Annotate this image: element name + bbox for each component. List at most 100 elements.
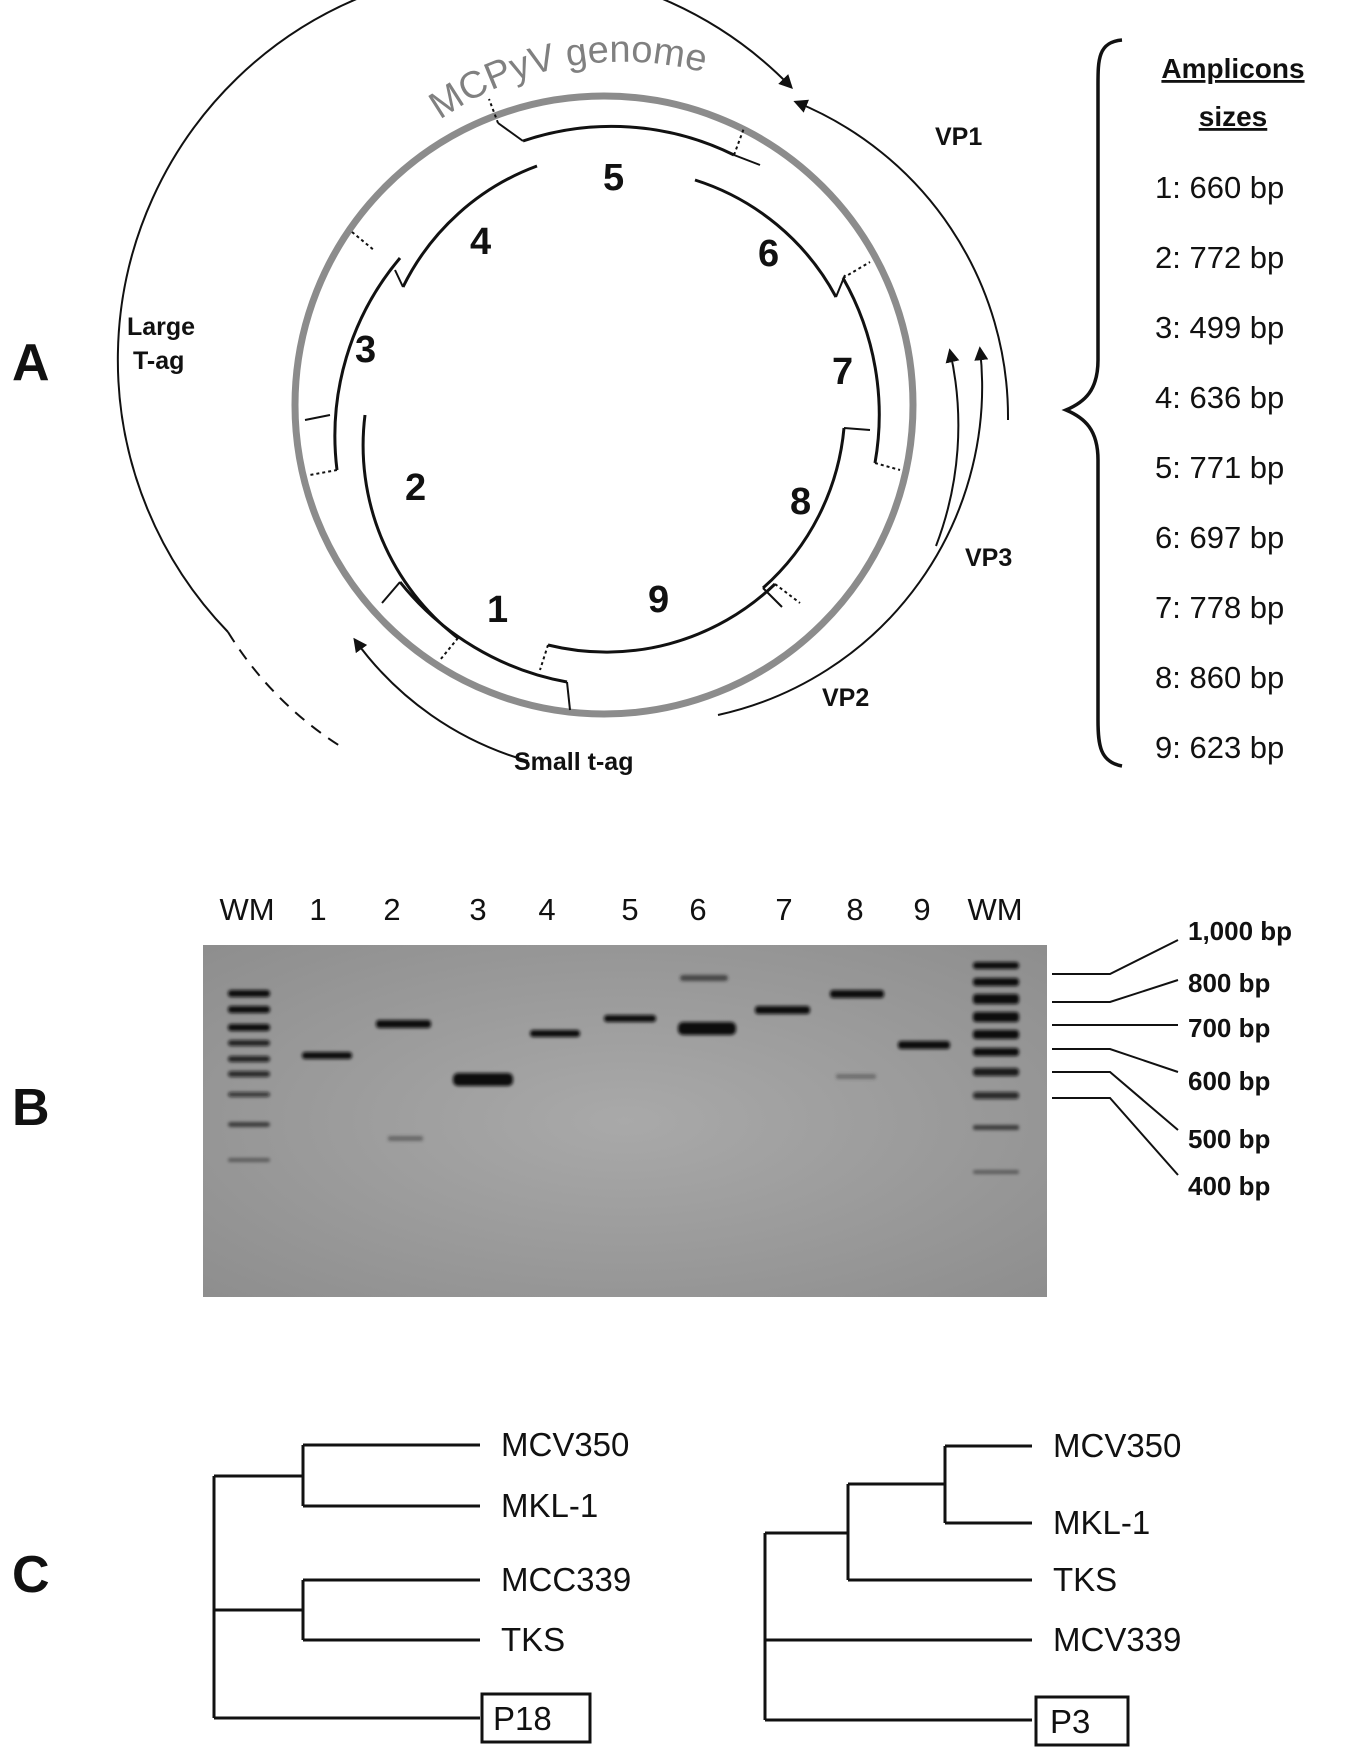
tree-left: MCV350 MKL-1 MCC339 TKS P18 bbox=[212, 1426, 631, 1744]
segment-label-3: 3 bbox=[355, 329, 376, 371]
marker-label-800: 800 bp bbox=[1188, 968, 1270, 998]
band-lane-5 bbox=[604, 1015, 656, 1022]
lane-label-1: 1 bbox=[309, 892, 326, 927]
marker-labels: 1,000 bp 800 bp 700 bp 600 bp 500 bp 400… bbox=[1188, 916, 1292, 1201]
vp2-arc bbox=[717, 346, 989, 716]
amplicon-arc-5 bbox=[522, 124, 735, 157]
amplicon-arc-3 bbox=[333, 257, 402, 471]
lane-labels: WM 1 2 3 4 5 6 7 8 9 WM bbox=[219, 892, 1022, 927]
amplicon-size-5: 5: 771 bp bbox=[1155, 450, 1284, 485]
marker-label-700: 700 bp bbox=[1188, 1013, 1270, 1043]
band-lane-2 bbox=[376, 1020, 431, 1028]
lane-label-2: 2 bbox=[383, 892, 400, 927]
segment-label-7: 7 bbox=[832, 351, 853, 393]
amplicon-size-list: 1: 660 bp 2: 772 bp 3: 499 bp 4: 636 bp … bbox=[1155, 170, 1284, 765]
amplicon-curly-brace bbox=[1061, 38, 1123, 768]
band-lane-1 bbox=[302, 1052, 352, 1059]
amplicon-arc-8 bbox=[762, 427, 846, 590]
tree-left-leaf-mcc339: MCC339 bbox=[501, 1561, 631, 1598]
amplicon-size-4: 4: 636 bp bbox=[1155, 380, 1284, 415]
amplicon-arc-7 bbox=[841, 277, 881, 464]
tree-right: MCV350 MKL-1 TKS MCV339 P3 bbox=[763, 1427, 1181, 1747]
marker-label-400: 400 bp bbox=[1188, 1171, 1270, 1201]
segment-label-5: 5 bbox=[603, 157, 624, 199]
panel-c: C MCV350 MKL-1 MCC339 TKS P18 bbox=[12, 1426, 1181, 1747]
gene-label-vp3: VP3 bbox=[965, 544, 1012, 572]
lane-label-wm-left: WM bbox=[219, 892, 274, 927]
tree-left-branches bbox=[212, 1443, 480, 1720]
tree-left-leaf-mcv350: MCV350 bbox=[501, 1426, 629, 1463]
genome-title: MCPyV genome bbox=[422, 29, 711, 128]
band-lane-2-faint bbox=[388, 1136, 423, 1141]
large-t-ag-arc bbox=[116, 0, 793, 633]
lane-label-6: 6 bbox=[689, 892, 706, 927]
segment-label-9: 9 bbox=[648, 579, 669, 621]
tree-left-leaf-p18: P18 bbox=[493, 1700, 552, 1737]
amplicon-size-7: 7: 778 bp bbox=[1155, 590, 1284, 625]
segment-label-1: 1 bbox=[487, 589, 508, 631]
tree-right-leaf-p3: P3 bbox=[1050, 1703, 1090, 1740]
gene-label-large-t-line1: Large bbox=[127, 313, 195, 341]
amplicon-size-6: 6: 697 bp bbox=[1155, 520, 1284, 555]
band-lane-8-faint bbox=[836, 1074, 876, 1079]
gene-label-vp2: VP2 bbox=[822, 684, 869, 712]
amplicon-arc-2 bbox=[361, 414, 459, 640]
amplicon-arc-6 bbox=[694, 178, 838, 298]
amplicon-boundary-ticks bbox=[304, 98, 901, 711]
gene-label-small-t: Small t-ag bbox=[514, 748, 633, 776]
ladder-left bbox=[228, 990, 270, 1162]
tree-left-leaf-mkl1: MKL-1 bbox=[501, 1487, 598, 1524]
band-lane-6 bbox=[678, 1022, 736, 1035]
gel-bands bbox=[228, 962, 1019, 1174]
gene-label-vp1: VP1 bbox=[935, 123, 982, 151]
tree-right-leaf-tks: TKS bbox=[1053, 1561, 1117, 1598]
tree-right-leaf-mcv350: MCV350 bbox=[1053, 1427, 1181, 1464]
amplicons-heading-line1: Amplicons bbox=[1161, 53, 1304, 84]
gene-label-large-t-line2: T-ag bbox=[133, 347, 184, 375]
panel-letter-c: C bbox=[12, 1546, 50, 1604]
segment-label-6: 6 bbox=[758, 233, 779, 275]
small-t-ag-arc bbox=[353, 637, 529, 762]
large-t-ag-intron-dashed bbox=[227, 631, 341, 747]
lane-label-4: 4 bbox=[538, 892, 555, 927]
vp1-arc bbox=[793, 99, 1010, 421]
segment-label-4: 4 bbox=[470, 221, 491, 263]
lane-label-8: 8 bbox=[846, 892, 863, 927]
marker-label-1000: 1,000 bp bbox=[1188, 916, 1292, 946]
tree-right-leaf-mcv339: MCV339 bbox=[1053, 1621, 1181, 1658]
band-lane-6-upper bbox=[680, 975, 728, 981]
band-lane-7 bbox=[755, 1006, 810, 1014]
amplicon-arc-9 bbox=[547, 582, 777, 654]
marker-label-500: 500 bp bbox=[1188, 1124, 1270, 1154]
amplicon-arc-4 bbox=[401, 164, 538, 288]
tree-left-leaf-tks: TKS bbox=[501, 1621, 565, 1658]
band-lane-8 bbox=[830, 990, 884, 998]
lane-label-9: 9 bbox=[913, 892, 930, 927]
panel-a: A bbox=[12, 0, 1305, 776]
band-lane-3 bbox=[453, 1073, 513, 1086]
amplicon-size-1: 1: 660 bp bbox=[1155, 170, 1284, 205]
band-lane-9 bbox=[898, 1041, 950, 1049]
lane-label-7: 7 bbox=[775, 892, 792, 927]
marker-leader-lines bbox=[1052, 939, 1179, 1176]
tree-right-leaf-mkl1: MKL-1 bbox=[1053, 1504, 1150, 1541]
marker-label-600: 600 bp bbox=[1188, 1066, 1270, 1096]
amplicons-heading-line2: sizes bbox=[1199, 101, 1268, 132]
amplicon-size-2: 2: 772 bp bbox=[1155, 240, 1284, 275]
amplicon-size-3: 3: 499 bp bbox=[1155, 310, 1284, 345]
band-lane-4 bbox=[530, 1030, 580, 1037]
vp3-arc bbox=[935, 348, 960, 547]
ladder-right bbox=[973, 962, 1019, 1174]
panel-b: B WM 1 2 3 4 5 6 7 8 9 WM bbox=[12, 892, 1292, 1297]
lane-label-wm-right: WM bbox=[967, 892, 1022, 927]
amplicon-size-8: 8: 860 bp bbox=[1155, 660, 1284, 695]
tree-left-boxed-leaf-frame bbox=[480, 1692, 592, 1744]
genome-ring bbox=[291, 92, 917, 718]
segment-label-8: 8 bbox=[790, 481, 811, 523]
tree-right-branches bbox=[763, 1444, 1032, 1722]
panel-letter-a: A bbox=[12, 334, 50, 392]
gel-image bbox=[203, 945, 1047, 1297]
lane-label-3: 3 bbox=[469, 892, 486, 927]
segment-label-2: 2 bbox=[405, 467, 426, 509]
